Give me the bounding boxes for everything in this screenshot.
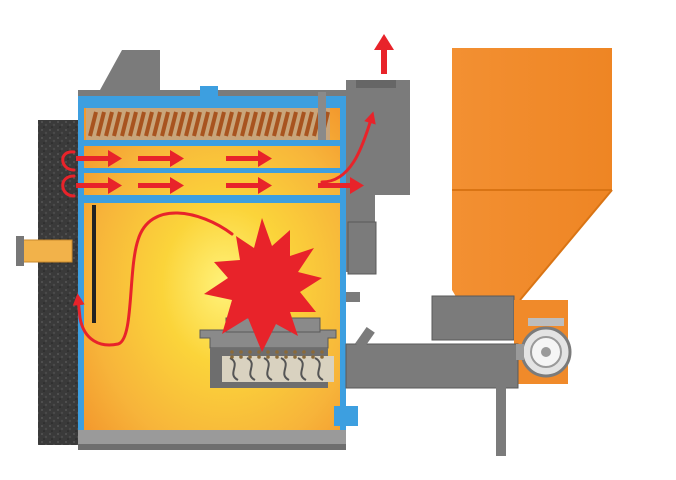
coil-turn bbox=[136, 111, 146, 137]
flame bbox=[204, 218, 322, 352]
heat-exchanger-coil bbox=[86, 92, 330, 140]
red-arrow-icon bbox=[76, 177, 122, 194]
pellet bbox=[302, 350, 306, 354]
pellet bbox=[293, 355, 297, 359]
auger-flight bbox=[229, 357, 239, 381]
coil-turn bbox=[168, 111, 178, 137]
red-arrow-icon bbox=[76, 150, 122, 167]
pellet bbox=[284, 355, 288, 359]
coil-turn bbox=[288, 111, 298, 137]
red-arrow-icon bbox=[76, 150, 364, 194]
auger-screw bbox=[222, 356, 334, 382]
coil-turn bbox=[248, 111, 258, 137]
pellet bbox=[248, 350, 252, 354]
auger-flight bbox=[297, 357, 307, 381]
pellet bbox=[230, 350, 234, 354]
auger-flight bbox=[246, 357, 256, 381]
coil-turn bbox=[200, 111, 210, 137]
pellet bbox=[275, 350, 279, 354]
red-arrow-icon bbox=[226, 177, 272, 194]
pellet bbox=[239, 355, 243, 359]
coil-turn bbox=[216, 111, 226, 137]
chimney-outlet bbox=[346, 80, 410, 302]
coil-turn bbox=[160, 111, 170, 137]
coil-turn bbox=[152, 111, 162, 137]
coil-turn bbox=[192, 111, 202, 137]
coil-turn bbox=[280, 111, 290, 137]
pellet bbox=[311, 350, 315, 354]
insulation-wall bbox=[38, 120, 80, 445]
pellet bbox=[230, 355, 234, 359]
coil-turn bbox=[128, 111, 138, 137]
auger-flight bbox=[263, 357, 273, 381]
flue-gas-path bbox=[61, 111, 376, 347]
coil-turn bbox=[256, 111, 266, 137]
coil-turn bbox=[112, 111, 122, 137]
pellet bbox=[275, 355, 279, 359]
pellet bbox=[284, 350, 288, 354]
coil-turn bbox=[88, 111, 98, 137]
feed-pipe bbox=[345, 326, 519, 456]
coil-turn bbox=[176, 111, 186, 137]
coil-turn bbox=[304, 111, 314, 137]
pellet bbox=[257, 350, 261, 354]
pellet-hopper bbox=[452, 48, 613, 301]
coil-turn bbox=[264, 111, 274, 137]
red-arrow-icon bbox=[138, 150, 184, 167]
auger-flight bbox=[314, 357, 324, 381]
red-arrow-icon bbox=[318, 177, 364, 194]
coil-turn bbox=[144, 111, 154, 137]
pellet bbox=[248, 355, 252, 359]
pellet bbox=[311, 355, 315, 359]
coil-turn bbox=[120, 111, 130, 137]
red-arrow-icon bbox=[138, 177, 184, 194]
coil-turn bbox=[240, 111, 250, 137]
pellet bbox=[320, 355, 324, 359]
pellet bbox=[293, 350, 297, 354]
coil-turn bbox=[224, 111, 234, 137]
pellet bbox=[257, 355, 261, 359]
coil-turn bbox=[104, 111, 114, 137]
auger-flight bbox=[280, 357, 290, 381]
coil-turn bbox=[296, 111, 306, 137]
baffle bbox=[92, 205, 96, 323]
up-arrow-icon bbox=[374, 34, 394, 74]
pellet bbox=[302, 355, 306, 359]
coil-turn bbox=[232, 111, 242, 137]
top-hood bbox=[100, 50, 160, 92]
coil-turn bbox=[208, 111, 218, 137]
pellets bbox=[230, 350, 324, 359]
motor-icon bbox=[516, 318, 572, 378]
pellet bbox=[266, 350, 270, 354]
coil-turn bbox=[96, 111, 106, 137]
pellet bbox=[320, 350, 324, 354]
pellet bbox=[239, 350, 243, 354]
feed-box bbox=[431, 295, 515, 341]
pellet bbox=[266, 355, 270, 359]
coil-turn bbox=[184, 111, 194, 137]
water-pipe-left bbox=[16, 236, 73, 266]
coil-turn bbox=[272, 111, 282, 137]
red-arrow-icon bbox=[226, 150, 272, 167]
